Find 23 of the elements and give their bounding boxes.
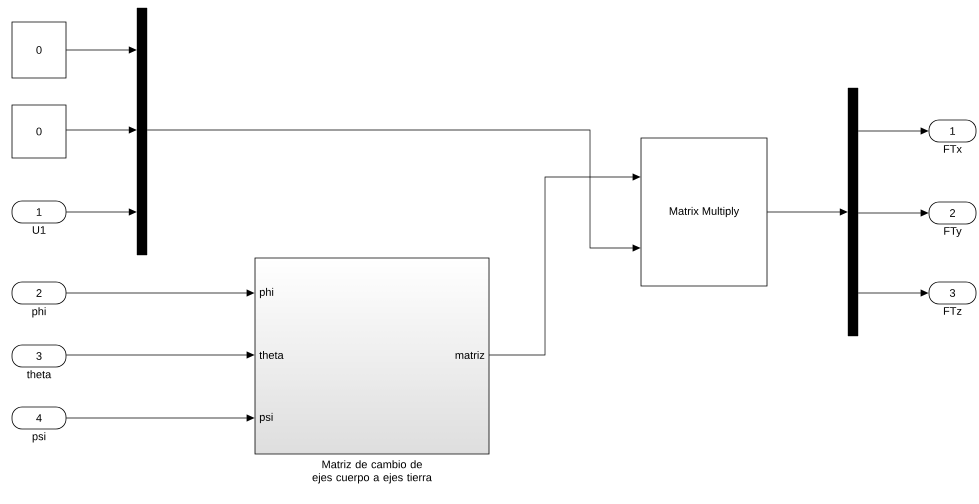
matrix-multiply-block: Matrix Multiply xyxy=(640,138,768,286)
port-block: 2 xyxy=(12,282,66,304)
port-name: phi xyxy=(32,307,46,318)
port-label: psi xyxy=(260,412,273,424)
port-block: 1 xyxy=(12,200,66,224)
port-block: 2 xyxy=(928,202,976,224)
port-name: FTy xyxy=(944,227,962,238)
port-name: U1 xyxy=(32,226,46,234)
port-block: 3 xyxy=(928,282,976,304)
port-name: FTz xyxy=(944,307,962,315)
subsystem-block xyxy=(254,258,490,454)
constant-block: 0 xyxy=(12,104,66,158)
port-block: 4 xyxy=(12,406,66,430)
constant-block: 0 xyxy=(12,22,66,78)
port-name: FTx xyxy=(944,145,962,153)
port-label: phi xyxy=(260,288,274,298)
port-name: theta xyxy=(26,370,52,378)
port-label: matriz xyxy=(456,350,484,360)
port-name: psi xyxy=(32,432,46,442)
port-label: theta xyxy=(259,350,284,360)
port-block: 1 xyxy=(928,120,976,142)
port-block: 3 xyxy=(12,344,66,368)
block-caption: Matriz de cambio de ejes cuerpo a ejes tierra xyxy=(312,460,432,484)
